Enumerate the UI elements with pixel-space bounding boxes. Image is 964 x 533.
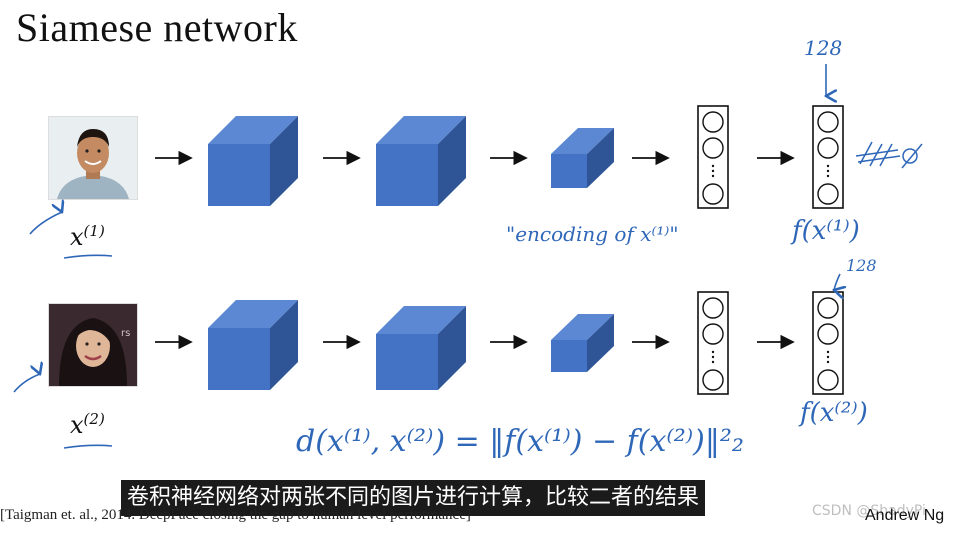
pointer-stroke-bottom xyxy=(13,374,40,393)
face-photo-man xyxy=(48,116,138,200)
conv-block-row2-1 xyxy=(208,300,298,390)
svg-text:rs: rs xyxy=(121,328,130,339)
encoding-f-x1: f(x⁽¹⁾) xyxy=(792,216,860,246)
input-label-x1: x(1) xyxy=(70,222,105,251)
scribble-hatch xyxy=(855,141,923,169)
pointer-stroke-top xyxy=(29,212,62,235)
conv-block-row2-3 xyxy=(551,314,614,372)
citation: [Taigman et. al., 2014. DeepFace closing… xyxy=(0,507,471,523)
encoding-vector-row1 xyxy=(812,105,844,209)
author-name: Andrew Ng xyxy=(865,507,945,524)
feature-vector-row1-fc xyxy=(697,105,729,209)
encoding-vector-row2 xyxy=(812,291,844,395)
underline-x2 xyxy=(63,444,113,449)
video-subtitle: 卷积神经网络对两张不同的图片进行计算，比较二者的结果 xyxy=(121,480,706,516)
dim-arrow-bottom xyxy=(834,273,840,290)
conv-block-row1-3 xyxy=(551,128,614,188)
feature-vector-row2-fc xyxy=(697,291,729,395)
face-photo-woman: rs xyxy=(48,303,138,387)
slide-title: Siamese network xyxy=(16,5,298,50)
encoding-f-x2: f(x⁽²⁾) xyxy=(800,398,868,428)
dimension-label-bottom: 128 xyxy=(846,256,877,275)
conv-block-row1-2 xyxy=(376,116,466,206)
watermark: CSDN @ShadyPi xyxy=(812,503,926,519)
encoding-annotation: "encoding of x⁽¹⁾" xyxy=(506,222,679,246)
dimension-label-top: 128 xyxy=(804,36,843,60)
conv-block-row2-2 xyxy=(376,306,466,390)
distance-formula: d(x⁽¹⁾, x⁽²⁾) = ‖f(x⁽¹⁾) − f(x⁽²⁾)‖²₂ xyxy=(296,424,744,459)
conv-block-row1-1 xyxy=(208,116,298,206)
input-label-x2: x(2) xyxy=(70,410,105,439)
underline-x1 xyxy=(63,254,113,259)
